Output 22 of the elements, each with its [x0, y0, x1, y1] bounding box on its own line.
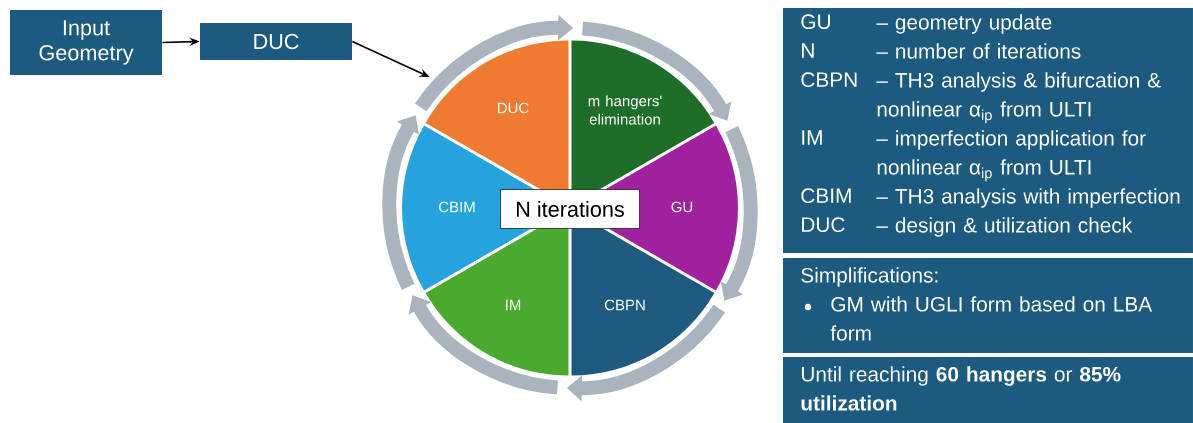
note-panel: [783, 258, 1193, 353]
abbreviation-label: N: [802, 43, 814, 58]
definition-text: – geometry update: [876, 14, 1052, 34]
bullet-item: GM with UGLI form based on LBA form: [830, 296, 1153, 341]
abbreviation-label: CBIM: [801, 188, 851, 204]
abbreviation-label: DUC: [802, 217, 845, 233]
definition-text: – design & utilization check: [876, 217, 1133, 237]
definition-text: – imperfection application for nonlinear α$_{ip}$ from ULTI: [876, 130, 1146, 182]
cycle-arrow: [581, 21, 732, 121]
note-panel: Until reaching 60 hangers or 85% utilization: [783, 357, 1193, 423]
abbreviation-label: IM: [802, 130, 822, 145]
definition-text: – TH3 analysis & bifurcation & nonlinear α$_{ip}$ from ULTI: [876, 72, 1161, 124]
process-box: DUC: [200, 23, 352, 60]
abbreviation-label: CBPN: [801, 72, 857, 88]
cycle-arrow: [408, 295, 559, 395]
definition-text: – number of iterations: [876, 43, 1081, 59]
legend-panel: [783, 8, 1193, 253]
heading-text: Simplifications:: [801, 267, 938, 287]
process-box: Input Geometry: [10, 10, 162, 75]
center-label-box: N iterations: [500, 189, 640, 229]
abbreviation-label: GU: [801, 14, 830, 30]
definition-text: – TH3 analysis with imperfection: [876, 188, 1180, 208]
